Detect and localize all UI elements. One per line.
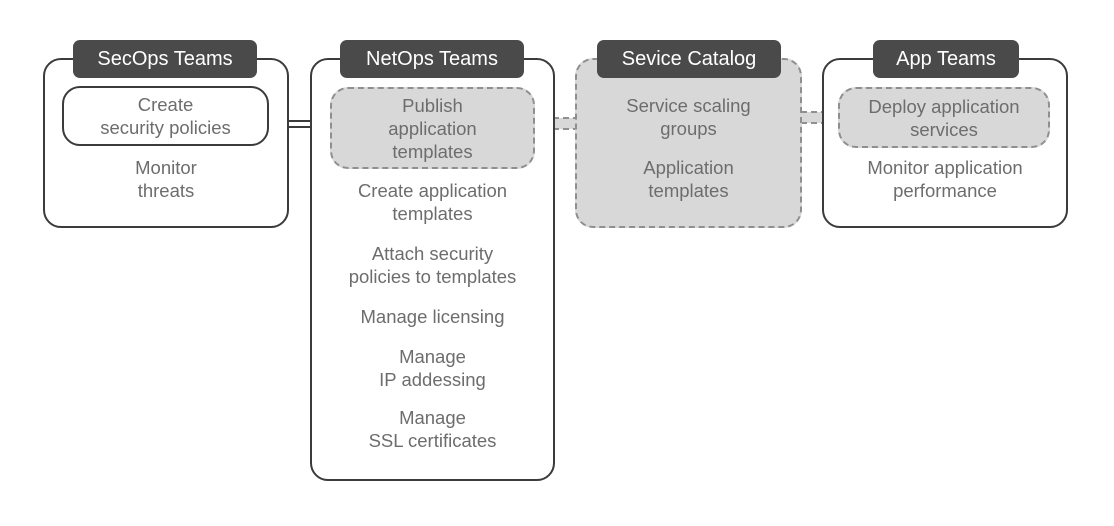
netops-item-5-line-1: Manage: [399, 407, 466, 428]
netops-highlight-box: Publish application templates: [330, 87, 535, 169]
secops-highlight-box: Create security policies: [62, 86, 269, 146]
secops-item-1-line-1: Monitor: [135, 157, 197, 178]
netops-item: Create application templates: [310, 179, 555, 225]
netops-item-5-line-2: SSL certificates: [368, 430, 497, 451]
catalog-panel: [575, 58, 802, 228]
app-highlight-line-1: Deploy application: [868, 95, 1020, 117]
catalog-item-1-line-2: groups: [660, 118, 717, 139]
netops-highlight-line-2: application: [388, 117, 477, 139]
catalog-item-2-line-1: Application: [643, 157, 734, 178]
netops-item-1-line-1: Create application: [357, 180, 508, 201]
netops-item-2-line-1: Attach security: [371, 243, 494, 264]
netops-item-4-line-2: IP addessing: [379, 369, 486, 390]
app-item-1-line-1: Monitor application: [867, 157, 1023, 178]
app-highlight-box: Deploy application services: [838, 87, 1050, 148]
netops-item-1-line-2: templates: [392, 203, 473, 224]
netops-highlight-line-1: Publish: [402, 94, 463, 116]
netops-item-4-line-1: Manage: [399, 346, 466, 367]
app-highlight-line-2: services: [910, 118, 978, 140]
netops-header: NetOps Teams: [340, 40, 524, 78]
catalog-item: Service scaling groups: [575, 94, 802, 140]
secops-highlight-line-2: security policies: [100, 117, 231, 138]
secops-header: SecOps Teams: [73, 40, 257, 78]
netops-item: Attach security policies to templates: [310, 242, 555, 288]
catalog-item-1-line-1: Service scaling: [626, 95, 751, 116]
catalog-item-2-line-2: templates: [648, 180, 729, 201]
secops-item-1-line-2: threats: [137, 180, 195, 201]
catalog-item: Application templates: [575, 156, 802, 202]
netops-item: Manage SSL certificates: [310, 406, 555, 452]
app-header: App Teams: [873, 40, 1019, 78]
app-item: Monitor application performance: [822, 156, 1068, 202]
catalog-header: Sevice Catalog: [597, 40, 781, 78]
app-item-1-line-2: performance: [893, 180, 997, 201]
netops-item-2-line-2: policies to templates: [348, 266, 517, 287]
netops-item: Manage licensing: [310, 305, 555, 328]
netops-item-3-line-1: Manage licensing: [360, 306, 505, 327]
netops-item: Manage IP addessing: [310, 345, 555, 391]
secops-highlight-line-1: Create: [137, 94, 194, 115]
netops-highlight-line-3: templates: [392, 140, 473, 162]
secops-item: Monitor threats: [43, 156, 289, 202]
